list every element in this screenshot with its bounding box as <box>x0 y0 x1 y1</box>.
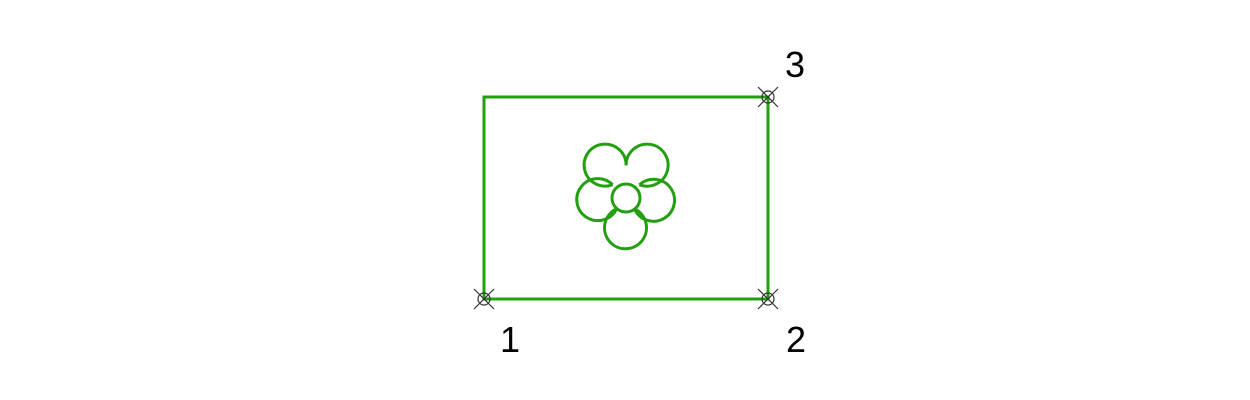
flower-center <box>610 182 642 214</box>
flower-icon <box>575 142 677 251</box>
flower-petal-top-left <box>582 142 628 188</box>
point-marker-3 <box>757 86 779 108</box>
point-label-2: 2 <box>786 319 806 360</box>
point-label-1: 1 <box>500 319 520 360</box>
flower-petal-left <box>575 177 619 223</box>
point-marker-2 <box>757 288 779 310</box>
point-label-3: 3 <box>785 44 805 85</box>
point-marker-1 <box>473 288 495 310</box>
flower-petal-top-right <box>624 142 670 188</box>
rectangle-outline <box>482 95 770 301</box>
